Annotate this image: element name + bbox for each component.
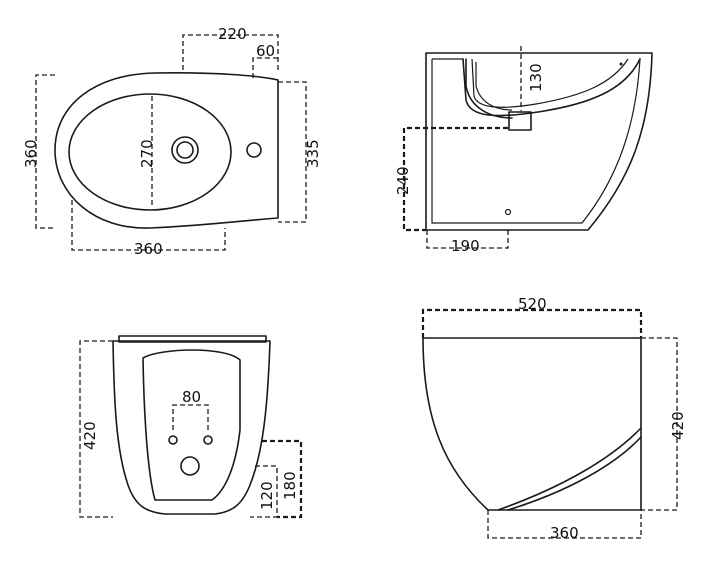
dim-520-line [421, 308, 643, 338]
supply-hole [180, 456, 200, 476]
bowl-rim [68, 93, 232, 211]
dim-360-horizontal-label: 360 [134, 240, 163, 258]
section-outer-outline [425, 52, 653, 231]
drain-pipe-inner [475, 62, 513, 111]
dim-120-label: 120 [258, 481, 276, 510]
dim-360-vertical-line [35, 74, 55, 229]
side-view: 520 420 360 [421, 295, 687, 542]
top-view: 220 60 360 270 335 360 [22, 25, 322, 258]
rear-inner-panel [142, 349, 241, 501]
dim-60-line [252, 57, 278, 78]
rear-outer-outline [112, 340, 271, 515]
dim-190-line [426, 230, 509, 249]
dim-270-label: 270 [138, 139, 156, 168]
dim-180-label: 180 [281, 471, 299, 500]
top-view-outline [54, 72, 279, 229]
dim-80-label: 80 [182, 388, 201, 406]
dim-360-side-line [487, 510, 642, 539]
dim-240-label: 240 [394, 166, 412, 195]
rim-detail [619, 62, 623, 66]
dim-335-line [278, 81, 307, 223]
bowl-section [462, 58, 641, 117]
rear-top-lip [118, 335, 267, 343]
dim-360-horizontal-line [71, 200, 226, 251]
overflow-hole [504, 208, 512, 216]
dim-60-label: 60 [256, 42, 275, 60]
dim-120-line [250, 465, 278, 518]
section-inner-outline [431, 58, 641, 224]
dim-190-label: 190 [451, 237, 480, 255]
side-curve-inner [507, 436, 642, 511]
dim-130-label: 130 [527, 63, 545, 92]
side-curve-outer [497, 427, 642, 511]
dim-420-rear-line [79, 340, 113, 518]
dim-335-label: 335 [304, 139, 322, 168]
fixing-hole-left [168, 435, 178, 445]
side-section-view: 130 240 190 [394, 46, 653, 255]
rear-view: 80 420 120 180 [79, 335, 303, 519]
dim-220-line [182, 34, 279, 72]
dim-180-line [262, 439, 303, 519]
fixing-hole-right [203, 435, 213, 445]
dim-220-label: 220 [218, 25, 247, 43]
bowl-section-inner [471, 58, 629, 108]
drain-inner [176, 141, 194, 159]
drain-pipe-outer [465, 58, 513, 119]
side-outline [422, 337, 642, 511]
dim-520-label: 520 [518, 295, 547, 313]
outlet-connector [508, 111, 532, 131]
dim-240-line [402, 126, 508, 232]
dim-360-side-label: 360 [550, 524, 579, 542]
dim-360-vertical-label: 360 [22, 139, 40, 168]
drain-outer [171, 136, 199, 164]
dim-80-line [172, 404, 209, 430]
dim-420-side-label: 420 [669, 411, 687, 440]
dim-420-rear-label: 420 [81, 421, 99, 450]
dim-420-side-line [641, 337, 678, 511]
tap-hole [246, 142, 262, 158]
